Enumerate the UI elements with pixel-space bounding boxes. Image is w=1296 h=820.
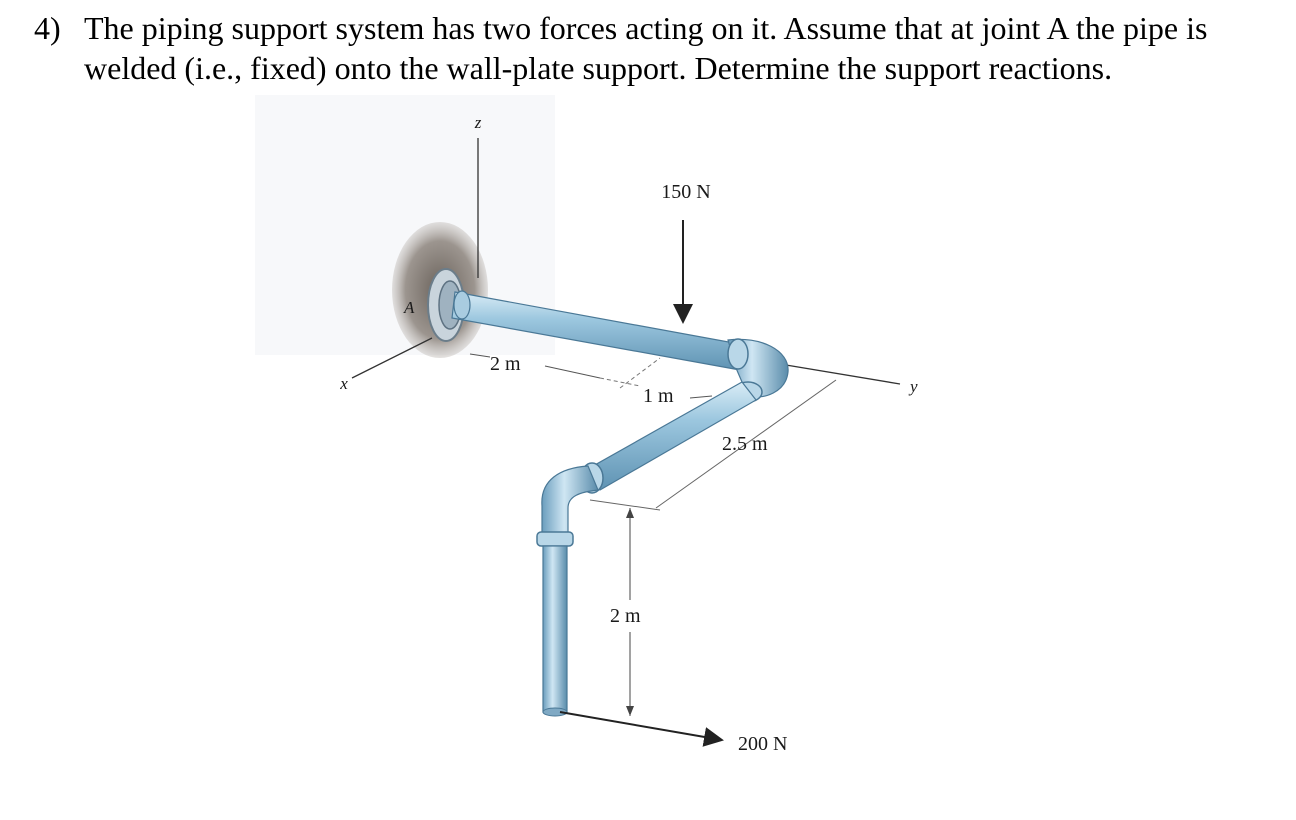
- dim-vert-tick-top: [626, 508, 634, 518]
- dim-diag-label: 2.5 m: [722, 433, 768, 455]
- dim-ax-label: 2 m: [490, 353, 521, 375]
- force-200n-arrow: [559, 711, 724, 747]
- y-axis-label: y: [908, 377, 918, 396]
- pipe-coupling-top: [727, 338, 749, 370]
- dim-mid-line: [599, 377, 641, 387]
- problem-line-1: The piping support system has two forces…: [84, 10, 1208, 46]
- dim-mid-leader: [619, 357, 661, 389]
- z-axis-label: z: [474, 113, 482, 132]
- pipe-elbow-lower: [541, 465, 599, 541]
- dim-ax-line-2: [544, 365, 601, 379]
- dim-vert-tick-bottom: [626, 706, 634, 716]
- dim-vert-label: 2 m: [610, 605, 641, 627]
- joint-a-label: A: [403, 298, 415, 317]
- force-150n-label: 150 N: [661, 181, 710, 203]
- dim-ax-line: [469, 353, 491, 358]
- dim-mid-label: 1 m: [643, 385, 674, 407]
- problem-text: The piping support system has two forces…: [84, 8, 1274, 88]
- x-axis-line: [351, 337, 433, 379]
- pipe-end: [542, 707, 568, 717]
- pipe-coupling-vertical: [536, 531, 574, 547]
- dim-vert-ext-top: [589, 499, 661, 511]
- y-axis-line: [779, 363, 901, 385]
- pipe-segment-diagonal: [585, 381, 757, 491]
- problem-line-2: welded (i.e., fixed) onto the wall-plate…: [84, 50, 1113, 86]
- problem-number: 4): [34, 10, 61, 46]
- x-axis-label: x: [339, 374, 348, 393]
- force-200n-label: 200 N: [738, 733, 787, 755]
- pipe-flange-a: [453, 290, 471, 320]
- dim-mid-line-2: [689, 395, 713, 399]
- pipe-segment-vertical: [542, 545, 568, 713]
- dim-diag-line: [655, 379, 837, 509]
